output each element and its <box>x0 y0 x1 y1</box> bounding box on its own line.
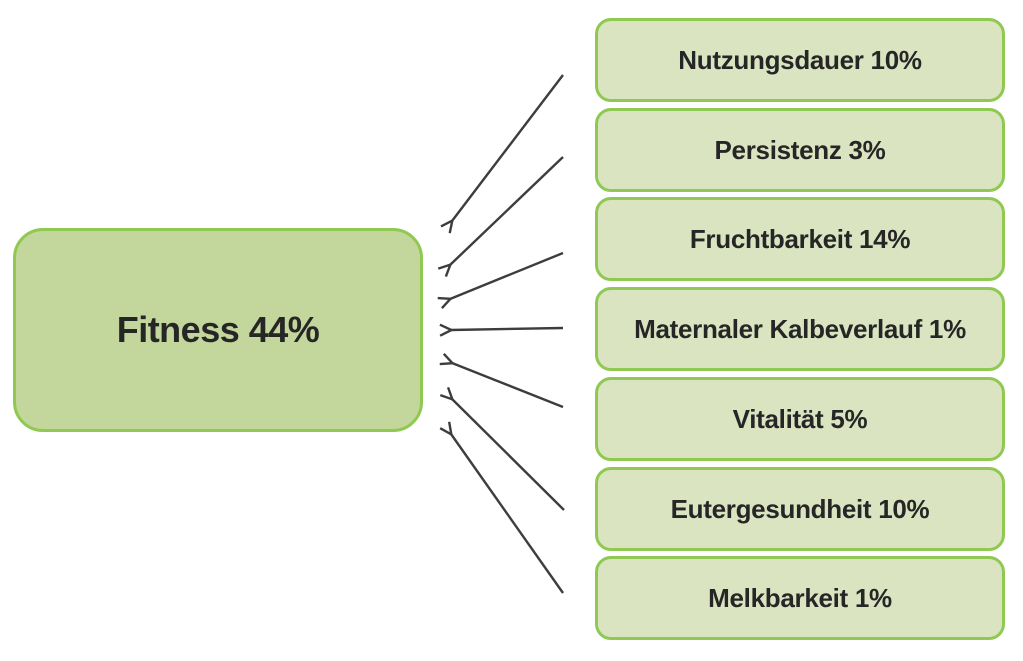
factor-box-fruchtbarkeit: Fruchtbarkeit 14% <box>595 197 1005 281</box>
factor-box-vitalitaet: Vitalität 5% <box>595 377 1005 461</box>
fitness-target-box: Fitness 44% <box>13 228 423 432</box>
arrow-fruchtbarkeit-to-fitness <box>450 251 564 299</box>
arrow-melkbarkeit-to-fitness <box>451 434 564 594</box>
fitness-target-label: Fitness 44% <box>116 309 320 350</box>
factor-label-fruchtbarkeit: Fruchtbarkeit 14% <box>689 223 911 254</box>
factor-box-persistenz: Persistenz 3% <box>595 108 1005 192</box>
factor-label-melkbarkeit: Melkbarkeit 1% <box>708 582 892 613</box>
arrow-nutzungsdauer-to-fitness <box>452 74 564 221</box>
factor-box-nutzungsdauer: Nutzungsdauer 10% <box>595 18 1005 102</box>
arrow-vitalitaet-to-fitness <box>452 363 564 409</box>
factor-label-persistenz: Persistenz 3% <box>714 134 886 165</box>
factor-label-vitalitaet: Vitalität 5% <box>732 403 868 434</box>
factor-label-maternaler-kalbeverlauf: Maternaler Kalbeverlauf 1% <box>634 313 966 344</box>
factor-box-melkbarkeit: Melkbarkeit 1% <box>595 556 1005 640</box>
factor-box-maternaler-kalbeverlauf: Maternaler Kalbeverlauf 1% <box>595 287 1005 371</box>
arrow-maternaler-to-fitness <box>451 328 564 330</box>
factor-label-eutergesundheit: Eutergesundheit 10% <box>670 493 930 524</box>
factor-box-eutergesundheit: Eutergesundheit 10% <box>595 467 1005 551</box>
factor-label-nutzungsdauer: Nutzungsdauer 10% <box>678 44 922 75</box>
arrow-persistenz-to-fitness <box>450 156 564 265</box>
arrow-eutergesundheit-to-fitness <box>452 399 565 511</box>
